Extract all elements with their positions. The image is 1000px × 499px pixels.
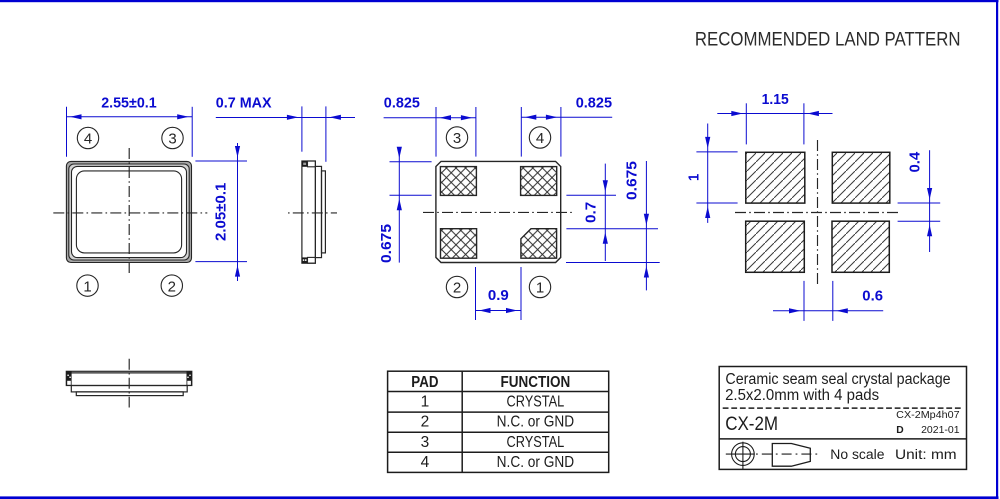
svg-text:1: 1 [536, 280, 544, 297]
svg-text:4: 4 [421, 454, 430, 471]
svg-text:3: 3 [421, 434, 430, 451]
svg-text:0.7: 0.7 [583, 202, 600, 223]
svg-text:Unit: mm: Unit: mm [895, 447, 957, 462]
svg-text:1: 1 [686, 174, 703, 181]
svg-text:2.55±0.1: 2.55±0.1 [101, 94, 157, 111]
svg-text:2.05±0.1: 2.05±0.1 [212, 183, 229, 241]
svg-text:CX-2M: CX-2M [725, 414, 778, 435]
svg-text:2.5x2.0mm with 4 pads: 2.5x2.0mm with 4 pads [725, 387, 879, 404]
svg-text:1.15: 1.15 [762, 91, 789, 108]
svg-text:CRYSTAL: CRYSTAL [507, 394, 565, 411]
svg-text:PAD: PAD [411, 374, 438, 391]
svg-text:Ceramic seam seal crystal pack: Ceramic seam seal crystal package [725, 371, 950, 388]
svg-text:0.675: 0.675 [624, 161, 641, 200]
svg-text:1: 1 [421, 394, 430, 411]
svg-text:0.6: 0.6 [862, 287, 883, 304]
svg-text:0.4: 0.4 [906, 151, 923, 172]
svg-text:RECOMMENDED LAND PATTERN: RECOMMENDED LAND PATTERN [695, 29, 961, 51]
svg-text:3: 3 [453, 130, 461, 147]
svg-text:N.C. or GND: N.C. or GND [497, 414, 575, 431]
svg-text:2021-01: 2021-01 [921, 425, 960, 436]
svg-text:0.7 MAX: 0.7 MAX [216, 94, 272, 111]
svg-text:CRYSTAL: CRYSTAL [507, 434, 565, 451]
svg-text:CX-2Mp4h07: CX-2Mp4h07 [896, 410, 959, 421]
svg-text:4: 4 [84, 131, 92, 148]
svg-text:N.C. or GND: N.C. or GND [497, 454, 575, 471]
svg-text:0.9: 0.9 [488, 287, 509, 304]
svg-text:2: 2 [453, 280, 461, 297]
svg-text:No scale: No scale [830, 447, 884, 462]
svg-text:1: 1 [83, 278, 91, 295]
svg-text:2: 2 [168, 278, 176, 295]
svg-text:0.675: 0.675 [378, 224, 395, 263]
svg-text:3: 3 [168, 131, 176, 148]
svg-text:0.825: 0.825 [576, 94, 612, 111]
svg-text:FUNCTION: FUNCTION [501, 374, 571, 391]
svg-text:D: D [896, 425, 903, 436]
svg-text:0.825: 0.825 [384, 94, 420, 111]
svg-text:4: 4 [536, 130, 544, 147]
svg-text:2: 2 [421, 414, 430, 431]
